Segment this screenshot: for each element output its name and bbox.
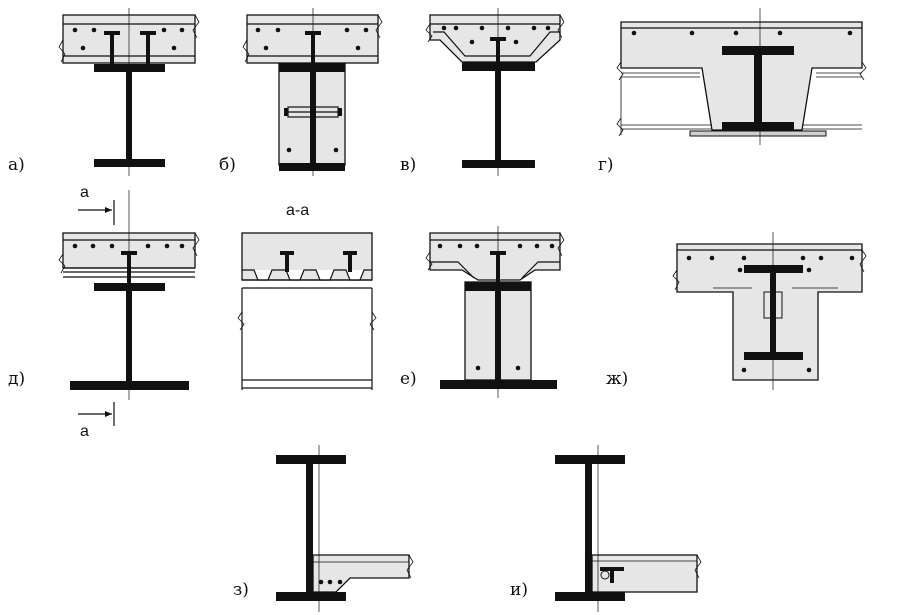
label-e: е) bbox=[400, 369, 417, 389]
label-d: д) bbox=[8, 369, 25, 389]
concrete-slab bbox=[312, 554, 410, 593]
section-cut-mark bbox=[78, 200, 115, 426]
variant-b: б) bbox=[219, 8, 383, 176]
concrete-slab bbox=[591, 554, 698, 593]
stud-connector bbox=[104, 31, 156, 64]
variant-i: и) bbox=[510, 445, 702, 612]
variant-d: а а д) bbox=[8, 184, 200, 440]
label-v: в) bbox=[400, 155, 416, 175]
bottom-flange bbox=[94, 159, 165, 167]
concrete-slab-rib bbox=[620, 21, 863, 131]
label-g: г) bbox=[598, 155, 614, 175]
variant-zh: ж) bbox=[606, 232, 867, 390]
label-b: б) bbox=[219, 155, 236, 175]
variant-v: в) bbox=[400, 8, 565, 176]
cut-mark-bottom: а bbox=[80, 423, 89, 440]
concrete-t-section bbox=[676, 243, 863, 381]
top-flange bbox=[94, 64, 165, 72]
label-zh: ж) bbox=[606, 369, 628, 389]
variant-z: з) bbox=[233, 445, 414, 612]
cut-mark-top: а bbox=[80, 184, 89, 201]
label-z: з) bbox=[233, 580, 249, 600]
variant-e: е) bbox=[400, 226, 565, 398]
section-title: а-а bbox=[286, 202, 309, 219]
label-a: а) bbox=[8, 155, 25, 175]
label-i: и) bbox=[510, 580, 528, 600]
section-a-a: а-а bbox=[237, 202, 377, 390]
variant-g: г) bbox=[598, 8, 867, 175]
variant-a: а) bbox=[8, 8, 200, 176]
